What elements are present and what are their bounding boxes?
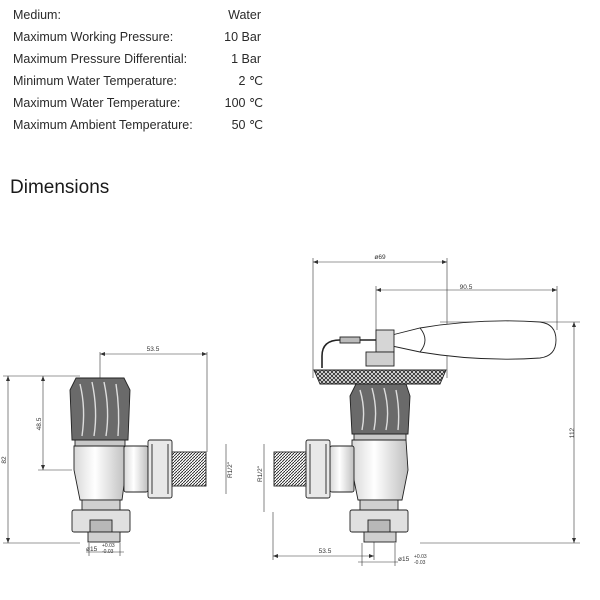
spec-label: Maximum Working Pressure: [13,30,174,44]
right-height-dimension: 112 [569,427,576,438]
spec-row-pressure-differential: Maximum Pressure Differential: 1 Bar [13,48,283,70]
left-bottom-dimension: ø15 [86,546,98,553]
right-thread-label: R1/2" [257,465,264,482]
right-width-dimension: 53.5 [319,548,332,555]
spec-row-min-water-temp: Minimum Water Temperature: 2 ℃ [13,70,283,92]
right-tolerance-bottom: -0.03 [414,560,426,566]
left-tolerance-bottom: -0.03 [102,549,114,555]
spec-value: 10 Bar [224,30,261,44]
spec-value: 1 Bar [231,52,261,66]
left-thread-label: R1/2" [227,461,234,478]
spec-label: Maximum Pressure Differential: [13,52,188,66]
right-valve-view: ø69 90.5 112 R1/2" 53.5 ø15 +0.03 -0.03 [257,254,580,566]
spec-value: 50 ℃ [231,118,263,132]
specifications-table: Medium: Water Maximum Working Pressure: … [13,4,283,136]
spec-label: Maximum Ambient Temperature: [13,118,193,132]
left-width-dimension: 53.5 [147,346,160,353]
spec-value: 100 ℃ [224,96,263,110]
spec-label: Medium: [13,8,61,22]
spec-row-working-pressure: Maximum Working Pressure: 10 Bar [13,26,283,48]
spec-label: Maximum Water Temperature: [13,96,181,110]
spec-row-medium: Medium: Water [13,4,283,26]
spec-row-max-ambient-temp: Maximum Ambient Temperature: 50 ℃ [13,114,283,136]
right-tolerance-top: +0.03 [414,554,427,560]
left-cap-dimension: 48.5 [36,417,43,430]
right-top-dimension: ø69 [374,254,386,261]
spec-value: Water [228,8,261,22]
spec-value: 2 ℃ [238,74,263,88]
right-lever-dimension: 90.5 [460,284,473,291]
left-height-dimension: 82 [1,456,8,464]
spec-row-max-water-temp: Maximum Water Temperature: 100 ℃ [13,92,283,114]
left-tolerance-top: +0.03 [102,543,115,549]
left-valve-view: 53.5 82 48.5 R1/2" ø15 +0.03 -0.03 [1,346,234,556]
spec-label: Minimum Water Temperature: [13,74,177,88]
right-bottom-dimension: ø15 [398,556,410,563]
dimensions-heading: Dimensions [10,177,110,198]
